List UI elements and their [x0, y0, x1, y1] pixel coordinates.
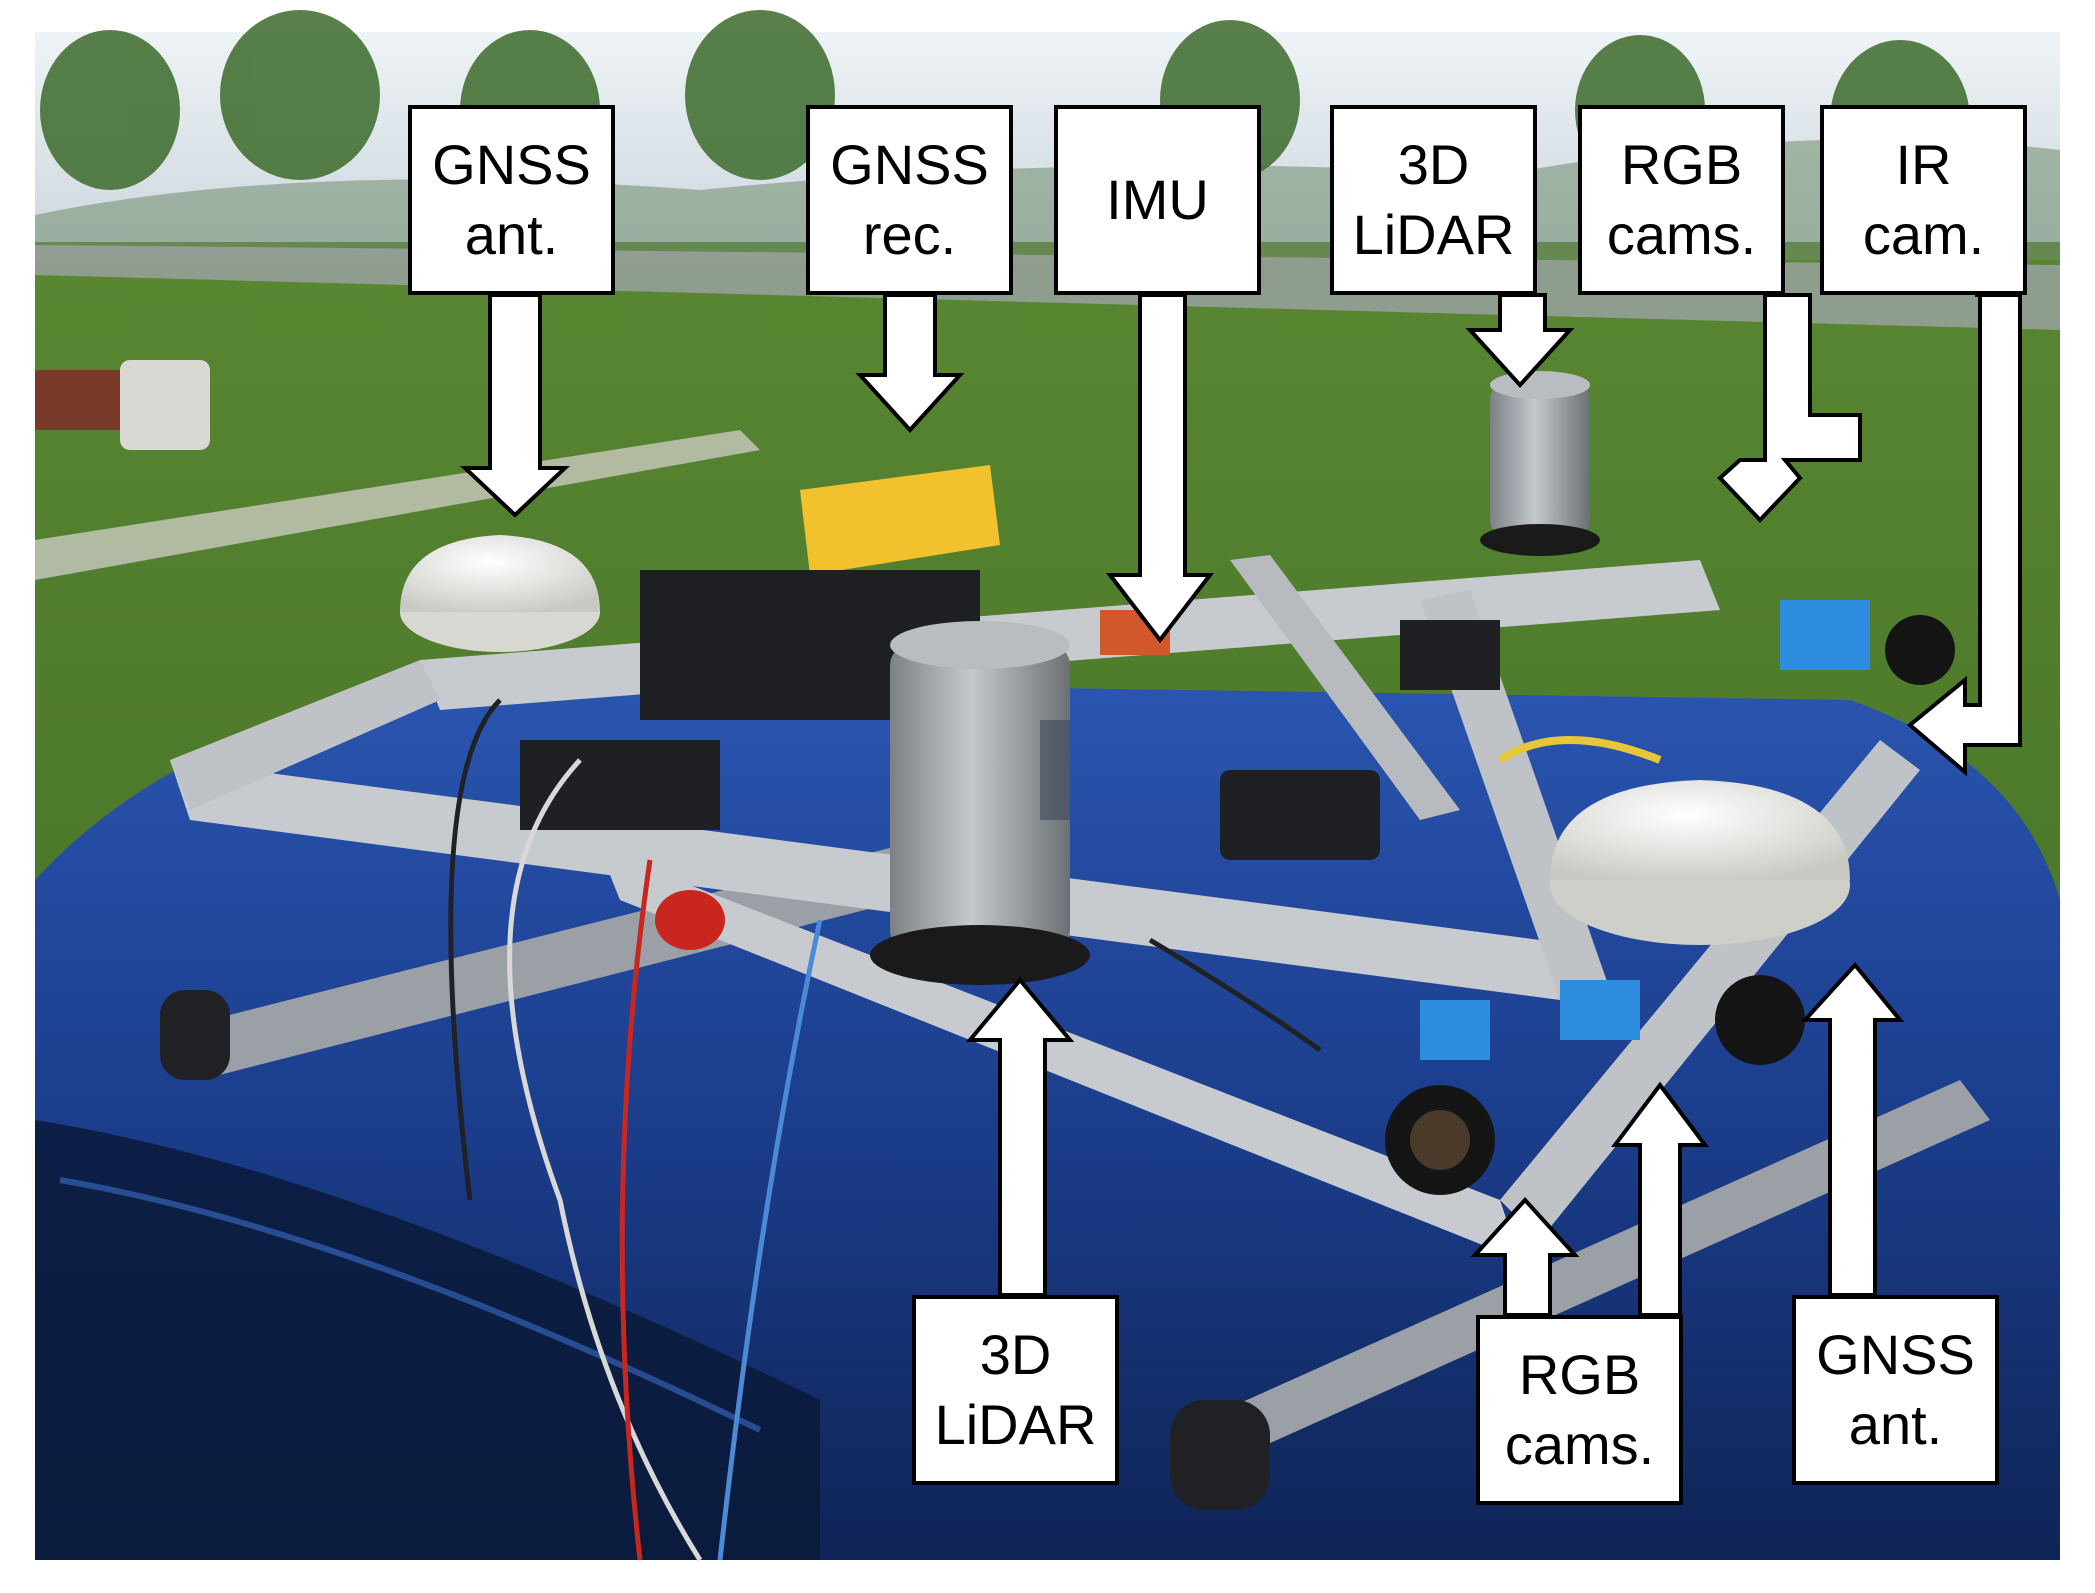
label-lidar-top: 3D LiDAR — [1330, 105, 1537, 295]
label-gnss-ant-right: GNSS ant. — [1792, 1295, 1999, 1485]
label-gnss-ant-right-line1: GNSS — [1816, 1323, 1975, 1386]
label-gnss-rec-line2: rec. — [862, 203, 957, 266]
label-gnss-ant-left-line1: GNSS — [432, 133, 591, 196]
label-imu-line1: IMU — [1106, 168, 1209, 231]
arrow-ir-cam — [1906, 293, 2022, 777]
label-gnss-rec-line1: GNSS — [830, 133, 989, 196]
label-ir-cam-line2: cam. — [1862, 203, 1985, 266]
arrow-rgb-cams-bottom-2 — [1611, 1081, 1709, 1317]
arrow-gnss-rec — [855, 293, 965, 433]
label-gnss-rec: GNSS rec. — [806, 105, 1013, 295]
label-lidar-bottom-line1: 3D — [979, 1323, 1052, 1386]
label-ir-cam-line1: IR — [1895, 133, 1952, 196]
arrow-lidar-bottom — [965, 976, 1075, 1297]
label-lidar-top-line2: LiDAR — [1352, 203, 1515, 266]
gnss-antenna-right-shape — [1550, 780, 1850, 945]
arrow-rgb-cams-top — [1717, 293, 1862, 523]
label-rgb-cams-top: RGB cams. — [1578, 105, 1785, 295]
label-imu: IMU — [1054, 105, 1261, 295]
label-rgb-cams-top-line2: cams. — [1606, 203, 1757, 266]
arrow-lidar-top — [1465, 293, 1575, 388]
gnss-antenna-left-shape — [400, 535, 600, 652]
arrow-gnss-ant-right — [1800, 961, 1905, 1297]
label-rgb-cams-bottom-line1: RGB — [1518, 1343, 1641, 1406]
label-lidar-bottom: 3D LiDAR — [912, 1295, 1119, 1485]
lidar-front-shape — [870, 621, 1090, 985]
label-rgb-cams-top-line1: RGB — [1620, 133, 1743, 196]
label-gnss-ant-left-line2: ant. — [464, 203, 559, 266]
callout-arrows — [459, 293, 2022, 1317]
label-rgb-cams-bottom-line2: cams. — [1504, 1413, 1655, 1476]
arrow-rgb-cams-bottom — [1470, 1197, 1580, 1317]
cables — [448, 698, 1662, 1562]
label-lidar-bottom-line2: LiDAR — [934, 1393, 1097, 1456]
arrow-gnss-ant-left — [459, 293, 571, 518]
arrow-imu — [1105, 293, 1215, 644]
label-gnss-ant-right-line2: ant. — [1848, 1393, 1943, 1456]
label-lidar-top-line1: 3D — [1397, 133, 1470, 196]
label-ir-cam: IR cam. — [1820, 105, 2027, 295]
label-gnss-ant-left: GNSS ant. — [408, 105, 615, 295]
lidar-top-shape — [1480, 371, 1600, 556]
label-rgb-cams-bottom: RGB cams. — [1476, 1315, 1683, 1505]
